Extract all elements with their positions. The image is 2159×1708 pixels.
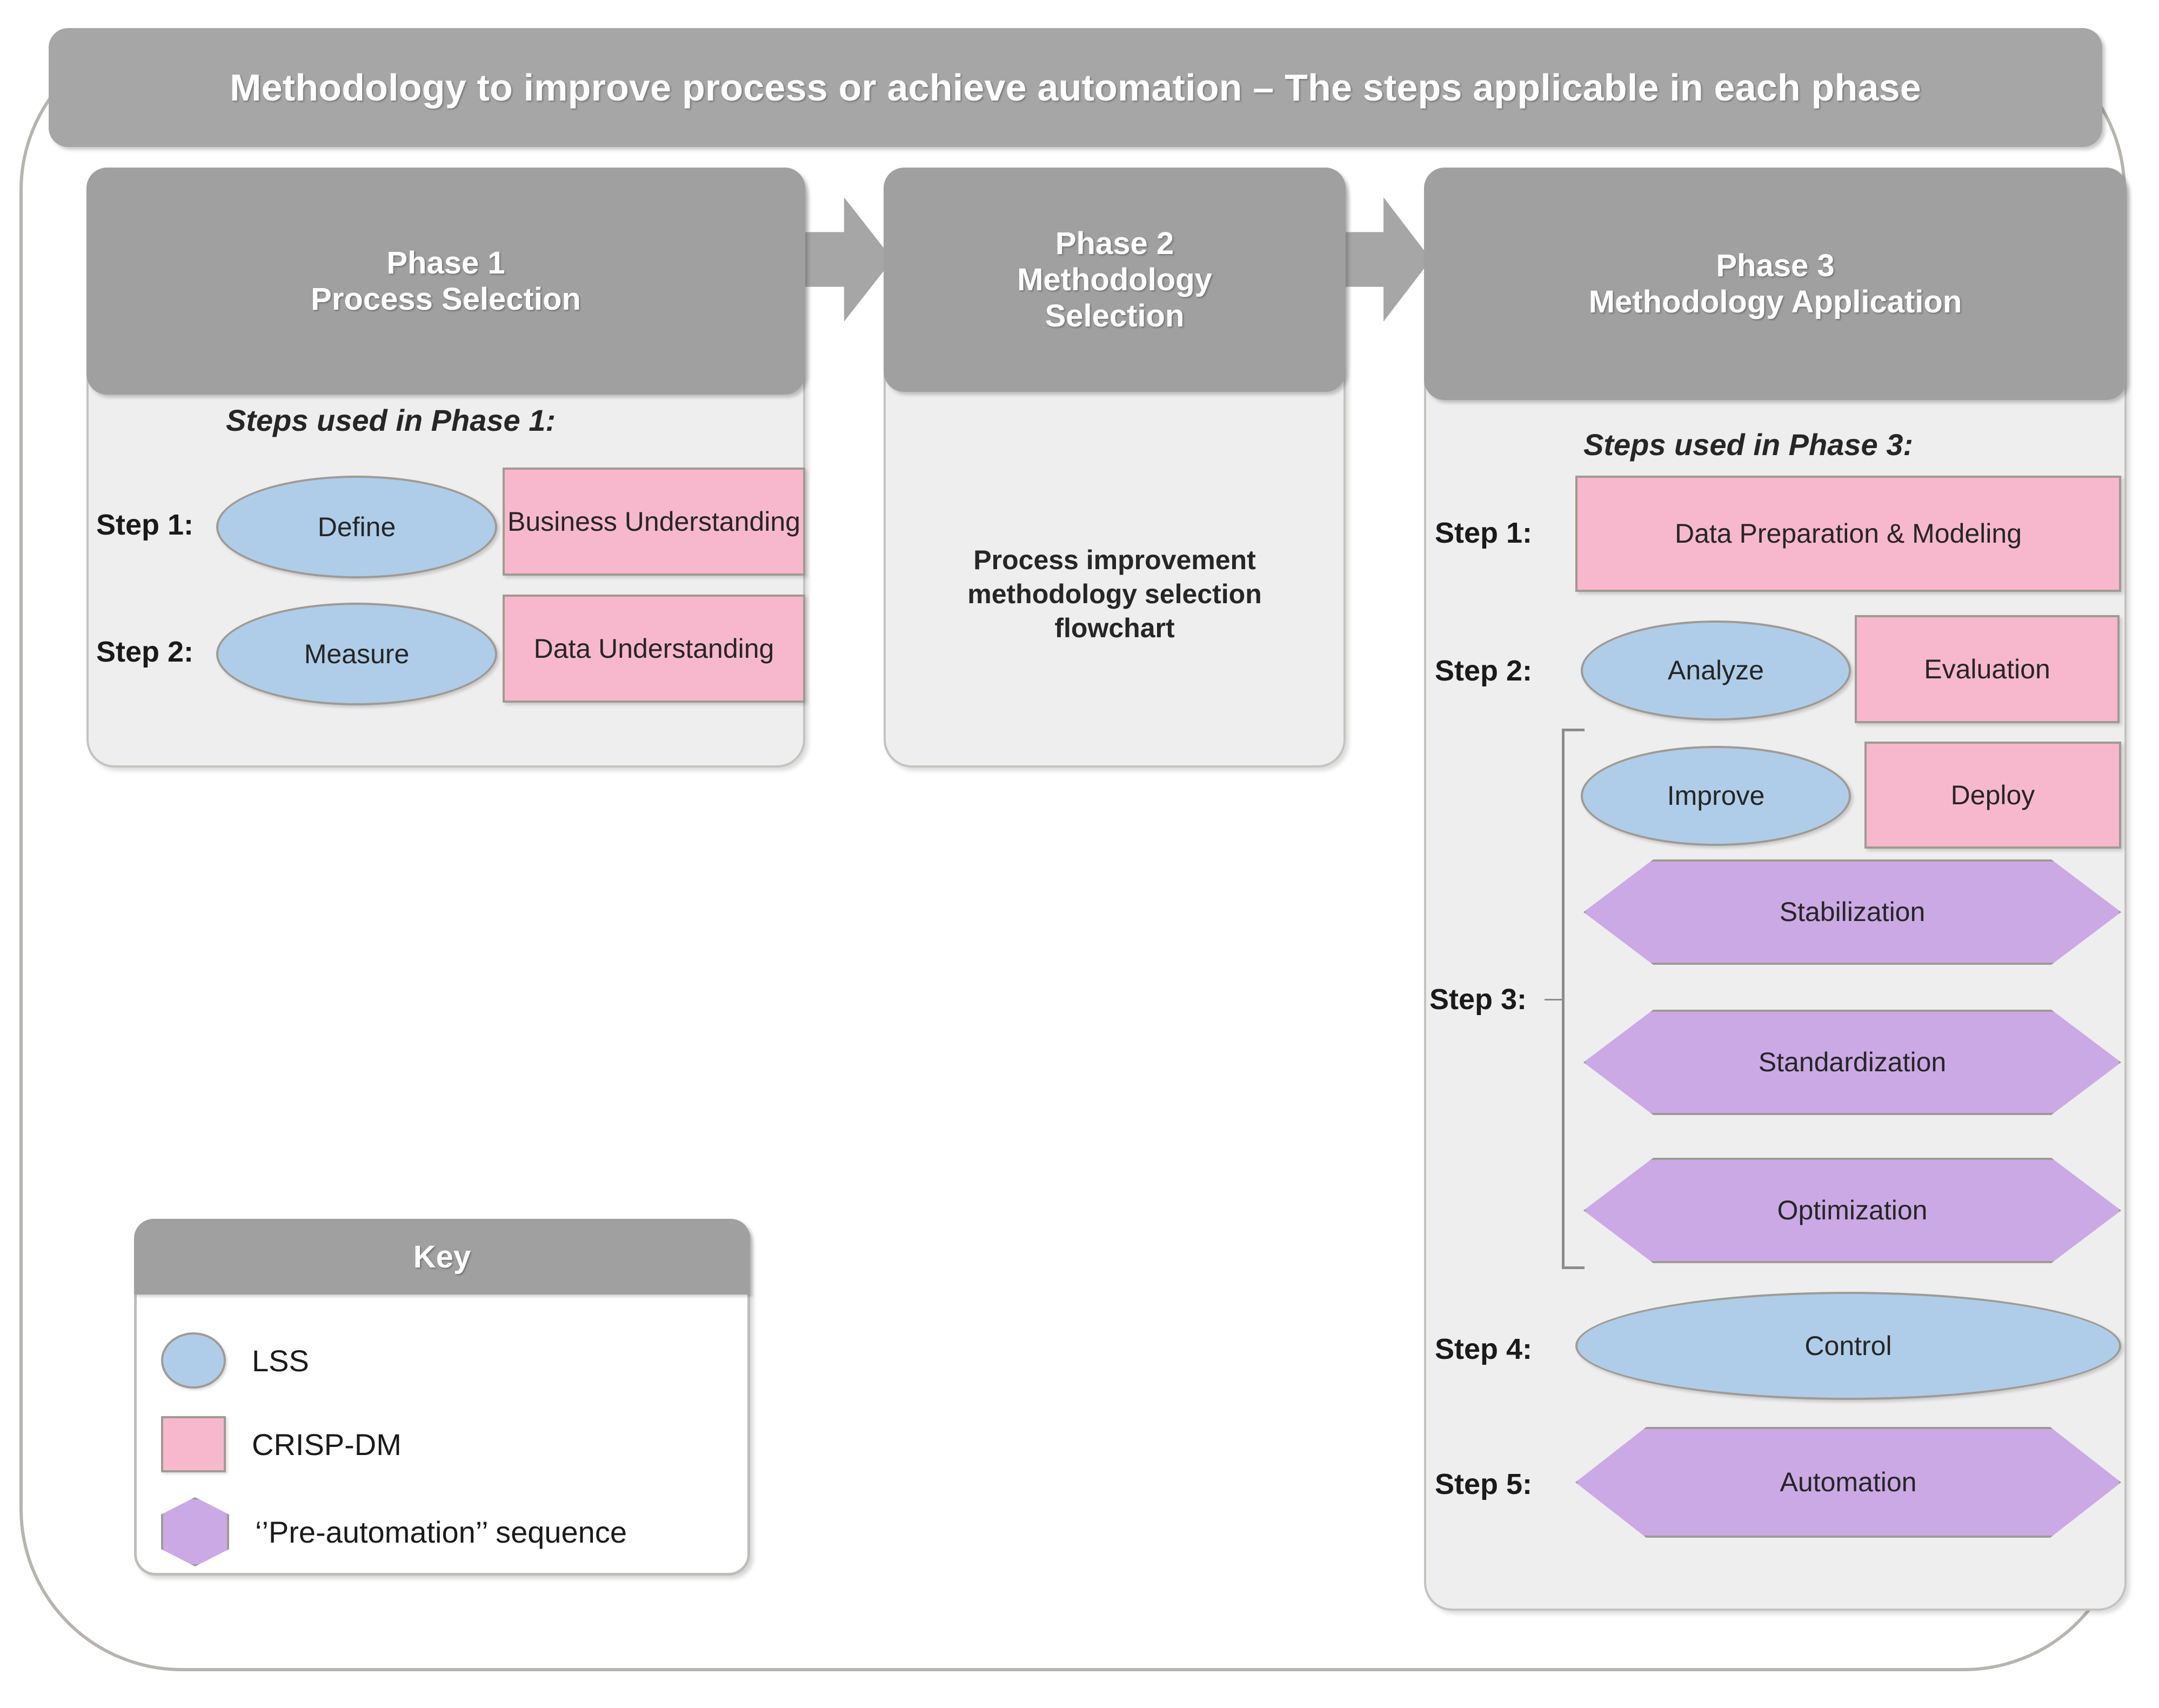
key-legend-label-lss: LSS: [252, 1343, 309, 1378]
phase-3-step-3-text-1: Stabilization: [1779, 897, 1926, 927]
phase-1-step-2-crispdm-text: Data Understanding: [533, 633, 774, 664]
phase-3-step-3-label: Step 3:: [1429, 983, 1527, 1016]
phase-2-title-line2: Methodology: [1017, 262, 1212, 297]
phase-3-step-5-text: Automation: [1780, 1467, 1917, 1497]
key-legend-row-crispdm: CRISP-DM: [161, 1416, 402, 1472]
phase-1-step-2-lss-text: Measure: [304, 638, 410, 669]
phase-1-step-1-crispdm-text: Business Understanding: [507, 506, 800, 537]
key-legend-row-lss: LSS: [161, 1332, 309, 1389]
phase-3-step-3-preautomation-shape-2[interactable]: Standardization: [1583, 1010, 2121, 1115]
phase-3-step-3-bracket: [1562, 729, 1585, 1269]
phase-3-step-3-preautomation-shape-1[interactable]: Stabilization: [1583, 859, 2121, 965]
phase-3-step-5-label: Step 5:: [1435, 1468, 1533, 1500]
phase-2-body-text: Process improvement methodology selectio…: [967, 545, 1262, 643]
phase-1-step-2-label: Step 2:: [96, 636, 194, 668]
phase-3-step-4-label: Step 4:: [1435, 1333, 1533, 1365]
phase-3-step-1-crispdm-text: Data Preparation & Modeling: [1674, 518, 2022, 549]
phase-2-title-line3: Selection: [1045, 298, 1185, 334]
phase-3-step-3-preautomation-shape-3[interactable]: Optimization: [1583, 1158, 2121, 1263]
phase-1-step-1-crispdm-shape[interactable]: Business Understanding: [503, 468, 805, 576]
crispdm-rect-icon: [161, 1416, 226, 1472]
phase-1-step-2-lss-shape[interactable]: Measure: [216, 603, 497, 705]
key-legend-row-preautomation: ‘’Pre-automation’’ sequence: [161, 1497, 627, 1566]
phase-1-title-line2: Process Selection: [311, 282, 581, 317]
phase-3-step-3-text-2: Standardization: [1758, 1047, 1947, 1077]
phase-3-title-line1: Phase 3: [1716, 248, 1835, 283]
phase-3-step-2-crispdm-shape[interactable]: Evaluation: [1855, 615, 2120, 723]
phase-2-header: Phase 2 Methodology Selection: [884, 168, 1346, 392]
phase-3-step-2-crispdm-text: Evaluation: [1924, 653, 2050, 684]
phase-3-step-4-lss-shape[interactable]: Control: [1575, 1292, 2121, 1400]
lss-ellipse-icon: [161, 1332, 226, 1389]
phase-1-step-2-crispdm-shape[interactable]: Data Understanding: [503, 595, 805, 703]
phase-3-header: Phase 3 Methodology Application: [1424, 168, 2127, 400]
phase-1-step-1-lss-text: Define: [317, 511, 396, 542]
phase-1-step-1-label: Step 1:: [96, 509, 194, 541]
phase-3-steps-caption: Steps used in Phase 3:: [1583, 428, 1913, 462]
preautomation-hexagon-icon: [161, 1497, 229, 1566]
phase-3-step-2b-crispdm-shape[interactable]: Deploy: [1864, 742, 2121, 849]
phase-3-step-5-preautomation-shape[interactable]: Automation: [1575, 1427, 2121, 1538]
phase-3-step-3-bracket-stem: [1545, 999, 1564, 1000]
phase-3-title-line2: Methodology Application: [1588, 284, 1962, 319]
phase-3-step-3-text-3: Optimization: [1777, 1195, 1928, 1225]
phase-1-title-line1: Phase 1: [386, 245, 505, 281]
phase-3-step-1-label: Step 1:: [1435, 517, 1533, 549]
phase-3-header-text: Phase 3 Methodology Application: [1589, 248, 1962, 321]
phase-3-step-2b-crispdm-text: Deploy: [1950, 779, 2035, 810]
phase-3-step-1-crispdm-shape[interactable]: Data Preparation & Modeling: [1575, 476, 2121, 592]
phase-2-title-line1: Phase 2: [1055, 225, 1174, 261]
phase-1-header: Phase 1 Process Selection: [86, 168, 805, 395]
phase-1-steps-caption: Steps used in Phase 1:: [226, 403, 556, 437]
phase-3-step-2-lss-text: Analyze: [1668, 655, 1764, 685]
key-legend-label-preautomation: ‘’Pre-automation’’ sequence: [255, 1514, 627, 1549]
phase-3-step-2b-lss-shape[interactable]: Improve: [1581, 746, 1851, 846]
phase-3-step-2b-lss-text: Improve: [1667, 780, 1765, 811]
diagram-title: Methodology to improve process or achiev…: [230, 66, 1921, 109]
key-legend-header: Key: [134, 1219, 750, 1295]
phase-1-header-text: Phase 1 Process Selection: [311, 245, 581, 318]
key-legend-title: Key: [413, 1239, 471, 1275]
phase-1-step-1-lss-shape[interactable]: Define: [216, 476, 497, 578]
key-legend-label-crispdm: CRISP-DM: [252, 1427, 402, 1462]
diagram-title-banner: Methodology to improve process or achiev…: [49, 28, 2102, 147]
phase-2-header-text: Phase 2 Methodology Selection: [1017, 225, 1212, 335]
phase-3-step-4-lss-text: Control: [1804, 1330, 1892, 1361]
phase-3-step-2-label: Step 2:: [1435, 655, 1533, 687]
phase-3-step-2-lss-shape[interactable]: Analyze: [1581, 621, 1851, 720]
